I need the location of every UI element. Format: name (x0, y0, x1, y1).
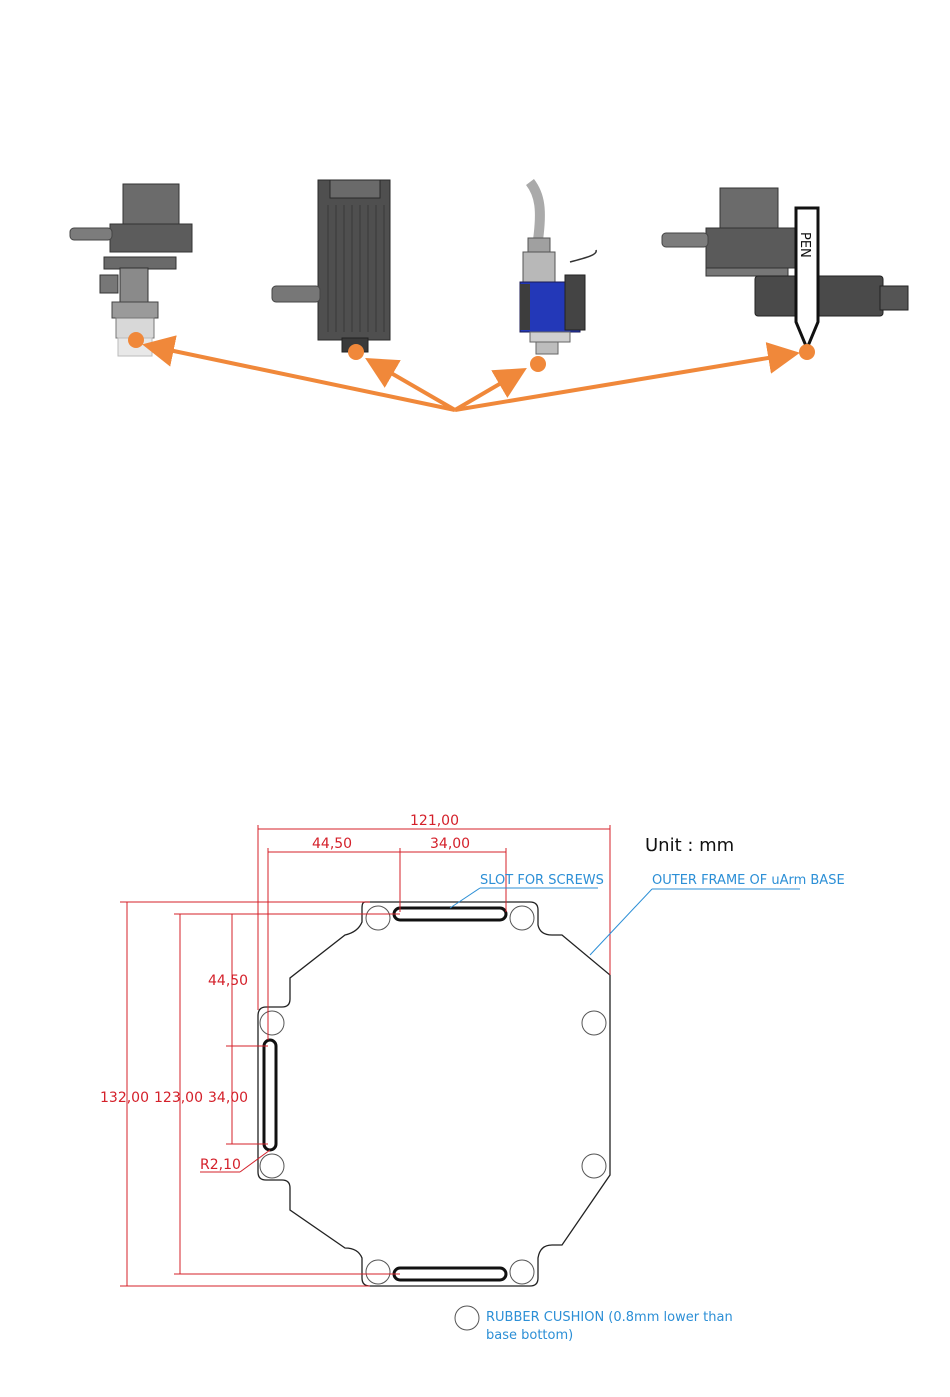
dim-radius: R2,10 (200, 1157, 241, 1173)
callout-outer-frame: OUTER FRAME OF uArm BASE (652, 873, 845, 888)
bottom-screw-slot (394, 1268, 506, 1280)
tool-pointers (128, 332, 815, 410)
laser-module (272, 180, 390, 352)
rubber-cushion (582, 1154, 606, 1178)
callout-slot-for-screws: SLOT FOR SCREWS (480, 873, 604, 888)
dim-slot-length-x: 34,00 (430, 836, 470, 852)
dim-slot-offset-x: 44,50 (312, 836, 352, 852)
rubber-cushion (582, 1011, 606, 1035)
base-outline (258, 902, 610, 1286)
dim-inner-height: 123,00 (154, 1090, 203, 1106)
base-technical-drawing: 121,00 44,50 34,00 44,50 132,00 123,00 3… (100, 813, 845, 1343)
tip-dot-laser (348, 344, 364, 360)
rubber-cushion (510, 1260, 534, 1284)
pen-outline (796, 208, 818, 346)
suction-cup-end-effector (70, 184, 192, 356)
rubber-cushion (366, 906, 390, 930)
dim-total-width: 121,00 (410, 813, 459, 829)
dim-slot-offset-y: 44,50 (208, 973, 248, 989)
rubber-cushion-legend-icon (455, 1306, 479, 1330)
callout-rubber-cushion-line1: RUBBER CUSHION (0.8mm lower than (486, 1310, 733, 1325)
rubber-cushion (510, 906, 534, 930)
dim-slot-length-y: 34,00 (208, 1090, 248, 1106)
callout-rubber-cushion-line2: base bottom) (486, 1328, 573, 1343)
tip-dot-pen (799, 344, 815, 360)
pointer-arrow-suction (150, 346, 455, 410)
rubber-cushion (260, 1011, 284, 1035)
top-screw-slot (394, 908, 506, 920)
left-screw-slot (264, 1040, 276, 1150)
pen-label: PEN (797, 232, 812, 258)
3d-print-head (520, 182, 596, 354)
unit-label: Unit : mm (645, 835, 734, 856)
tip-dot-suction (128, 332, 144, 348)
dim-total-height: 132,00 (100, 1090, 149, 1106)
rubber-cushion (366, 1260, 390, 1284)
rubber-cushion (260, 1154, 284, 1178)
tip-dot-printhead (530, 356, 546, 372)
pen-holder: PEN (662, 188, 908, 346)
